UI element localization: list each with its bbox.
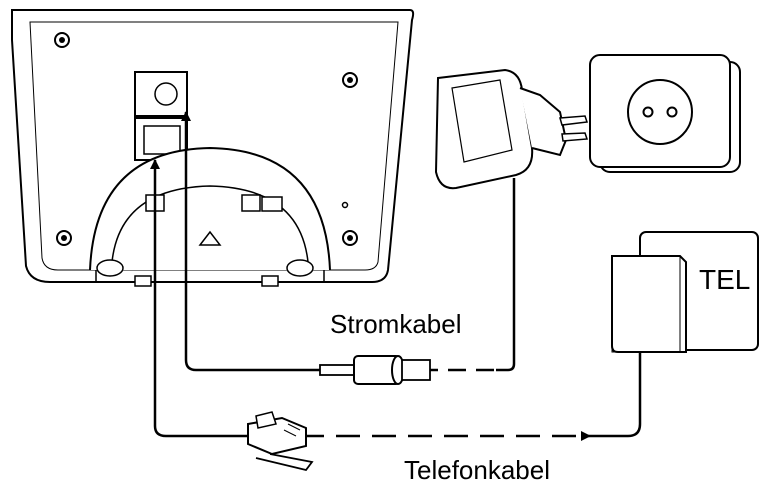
phone-plug [247,411,314,472]
stand-outer [89,146,331,271]
base-station [11,9,415,287]
power-cable-base-segment [181,111,322,372]
phone-wall-jack: TEL [611,231,759,353]
wall-power-outlet [589,54,741,173]
base-station-inner-outline [29,21,399,271]
wall-jack-label: TEL [699,264,750,295]
power-cable-label: Stromkabel [330,309,462,339]
cables [150,111,642,441]
stand-inner [111,185,309,263]
phone-cable-jack-segment [590,352,642,438]
power-adapter [434,68,589,190]
power-plug [319,355,431,385]
power-cable-adapter-segment [496,178,516,372]
phone-cable-label: Telefonkabel [404,455,550,485]
phone-cable-base-segment [150,159,248,438]
